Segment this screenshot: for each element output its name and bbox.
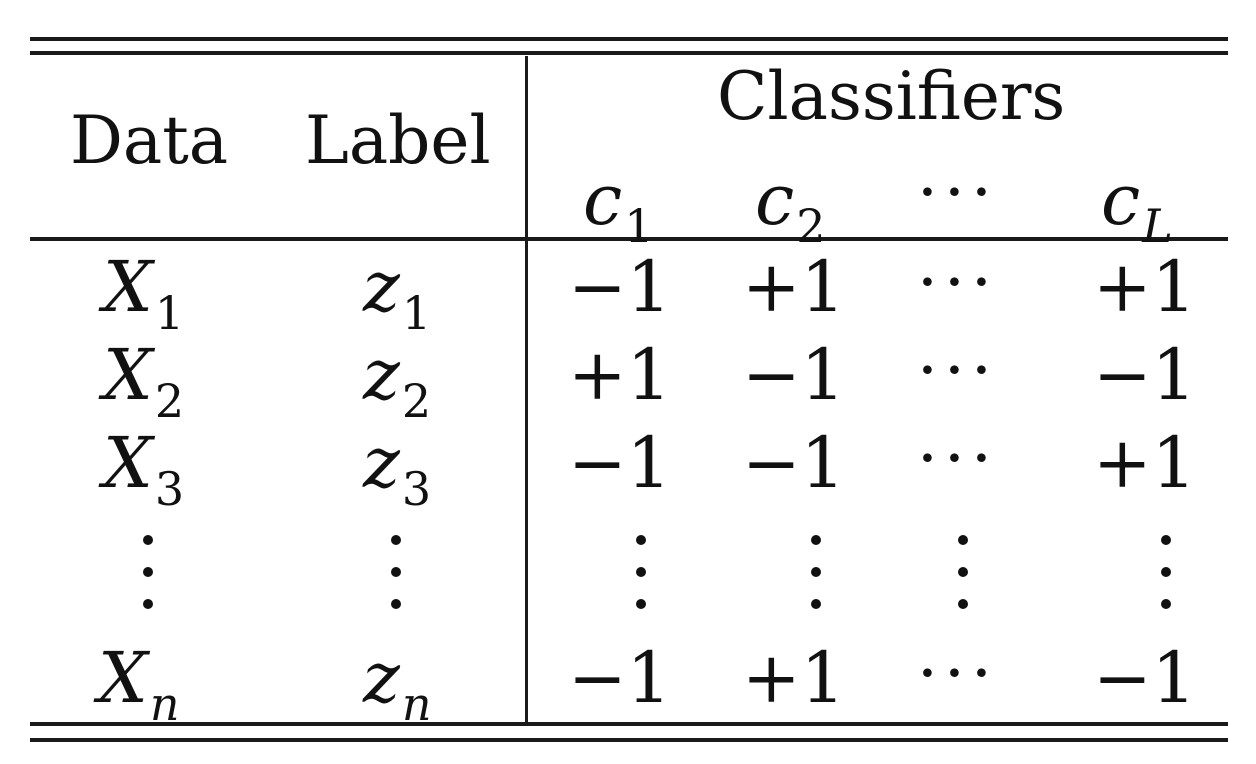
row-3-label: z3 [363, 428, 431, 512]
header-data: Data [70, 102, 229, 179]
vdots-cL [1161, 535, 1171, 615]
row-1-data: X1 [103, 252, 184, 336]
row-1-c1: −1 [568, 246, 672, 328]
col-ellipsis: ··· [917, 154, 998, 231]
row-2-c2: −1 [742, 334, 846, 416]
row-n-label-var: z [363, 637, 400, 719]
col-c1-var: c [583, 159, 623, 241]
row-3-cL: +1 [1093, 422, 1197, 504]
header-rule [30, 237, 1228, 241]
col-c1-sub: 1 [624, 199, 654, 253]
row-2-c1: +1 [568, 334, 672, 416]
row-n-c2: +1 [742, 637, 846, 719]
row-n-data: Xn [98, 643, 179, 727]
row-1-label: z1 [363, 252, 431, 336]
top-rule-inner [30, 51, 1228, 55]
row-3-data-sub: 3 [154, 462, 185, 516]
col-c1: c1 [583, 165, 654, 249]
row-2-label-sub: 2 [401, 374, 432, 428]
row-n-label: zn [363, 643, 432, 727]
vdots-data [143, 535, 153, 615]
row-3-data-var: X [103, 422, 153, 504]
vdots-c2 [811, 535, 821, 615]
row-1-data-var: X [103, 246, 153, 328]
vertical-separator [525, 56, 528, 724]
header-classifiers: Classifiers [717, 58, 1066, 135]
bottom-rule-outer [30, 738, 1228, 742]
row-1-label-sub: 1 [401, 286, 432, 340]
bottom-rule-inner [30, 722, 1228, 726]
row-n-data-var: X [98, 637, 148, 719]
row-1-label-var: z [363, 246, 400, 328]
row-2-data-var: X [103, 334, 153, 416]
row-3-label-sub: 3 [401, 462, 432, 516]
col-c2: c2 [755, 165, 826, 249]
vdots-label [391, 535, 401, 615]
row-2-cL: −1 [1093, 334, 1197, 416]
row-2-label: z2 [363, 340, 431, 424]
row-1-c2: +1 [742, 246, 846, 328]
row-n-cL: −1 [1093, 637, 1197, 719]
row-1-ellipsis: ··· [917, 244, 998, 321]
row-3-data: X3 [103, 428, 184, 512]
col-c2-var: c [755, 159, 795, 241]
col-cL-sub: L [1142, 199, 1173, 253]
row-2-ellipsis: ··· [917, 332, 998, 409]
row-n-ellipsis: ··· [917, 635, 998, 712]
row-n-c1: −1 [568, 637, 672, 719]
row-2-data-sub: 2 [154, 374, 185, 428]
row-3-c2: −1 [742, 422, 846, 504]
vdots-ellipsis [958, 535, 968, 615]
row-2-data: X2 [103, 340, 184, 424]
row-n-data-sub: n [149, 677, 180, 731]
row-2-label-var: z [363, 334, 400, 416]
header-label: Label [305, 102, 491, 179]
top-rule-outer [30, 37, 1228, 41]
row-1-cL: +1 [1093, 246, 1197, 328]
col-cL: cL [1101, 165, 1173, 249]
row-1-data-sub: 1 [154, 286, 185, 340]
row-3-ellipsis: ··· [917, 420, 998, 497]
row-3-label-var: z [363, 422, 400, 504]
vdots-c1 [636, 535, 646, 615]
row-3-c1: −1 [568, 422, 672, 504]
col-c2-sub: 2 [796, 199, 826, 253]
col-cL-var: c [1101, 159, 1141, 241]
row-n-label-sub: n [401, 677, 432, 731]
